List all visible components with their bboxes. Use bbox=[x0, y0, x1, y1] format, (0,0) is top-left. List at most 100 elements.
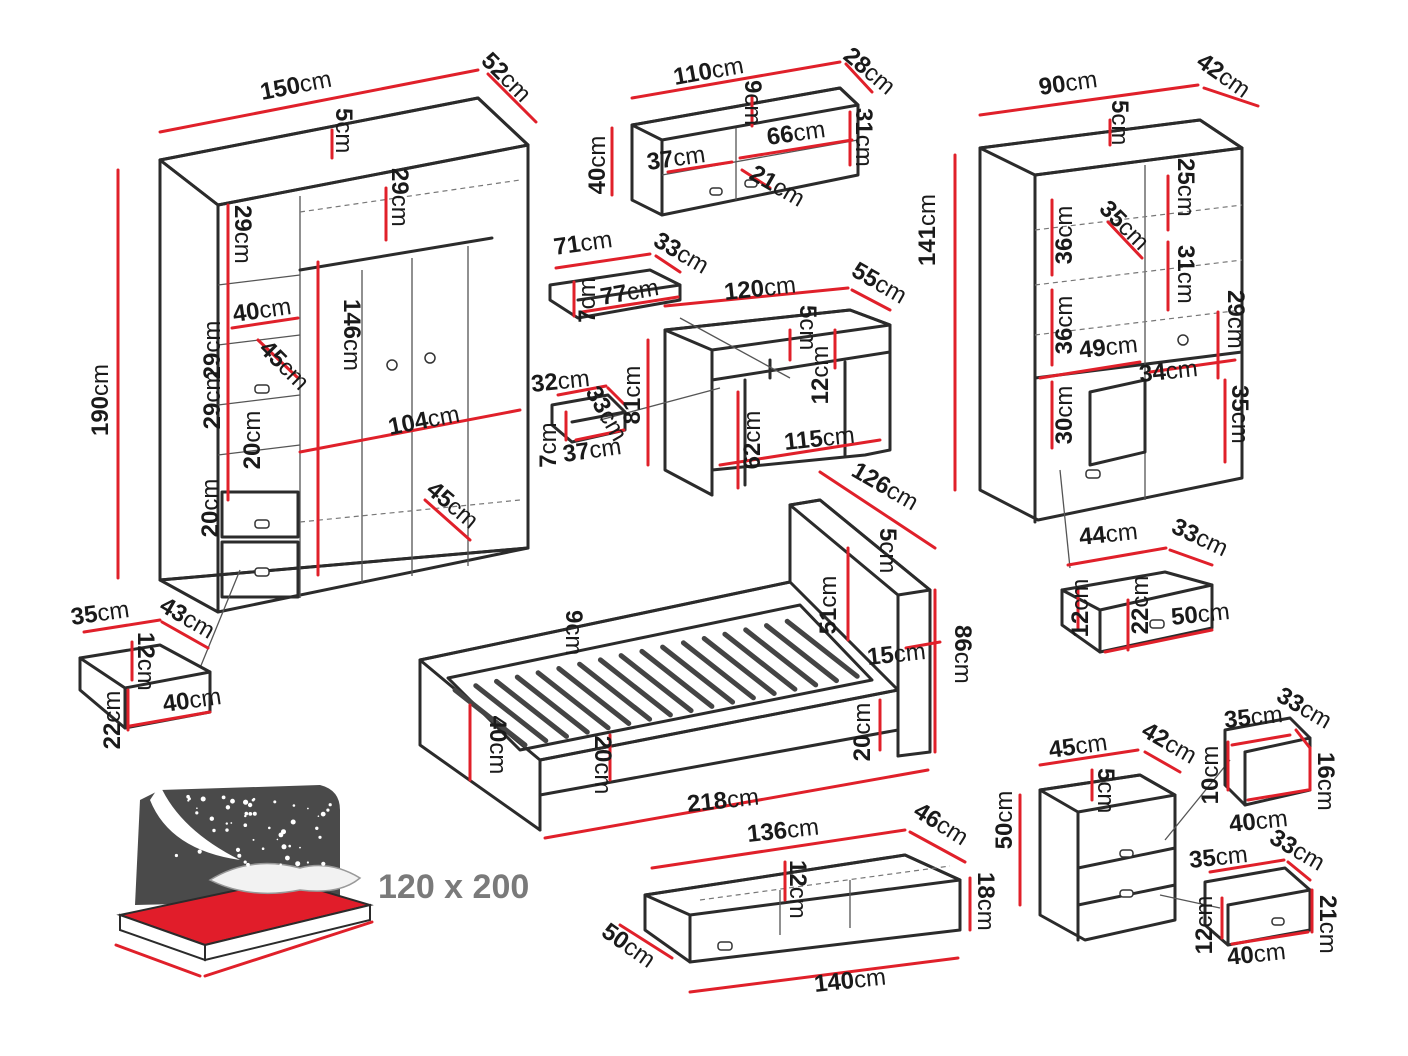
star-icon bbox=[200, 796, 206, 802]
bed-dimension-lines bbox=[468, 470, 942, 840]
wardrobe-drawer-height-label: 22cm bbox=[99, 691, 126, 750]
bed-drawer-depth-label: 46cm bbox=[909, 797, 973, 851]
bed bbox=[418, 498, 932, 832]
cabinet-top-label: 5cm bbox=[1106, 100, 1133, 145]
bed-slat bbox=[577, 661, 653, 722]
desk-top-label: 5cm bbox=[794, 305, 821, 350]
star-icon bbox=[248, 812, 253, 816]
dimension-labels: 150cm 52cm 190cm 5cm 29cm 29cm 29cm 29cm… bbox=[69, 42, 1341, 998]
bed-slat bbox=[514, 674, 590, 735]
star-icon bbox=[279, 863, 282, 866]
desk-depth-label: 55cm bbox=[847, 257, 911, 310]
star-decoration bbox=[174, 794, 332, 867]
desk-leg-label: 62cm bbox=[739, 411, 766, 470]
star-icon bbox=[281, 829, 286, 835]
star-icon bbox=[243, 860, 247, 864]
bed-slat bbox=[494, 678, 569, 739]
wardrobe-drawer-gap-label: 20cm bbox=[197, 479, 224, 538]
nightstand bbox=[1018, 748, 1231, 942]
shelf-top-label: 9cm bbox=[739, 80, 766, 125]
bed-drawer-front-label: 18cm bbox=[972, 872, 999, 931]
bed-slat bbox=[701, 636, 777, 696]
cabinet-drawer bbox=[1060, 546, 1214, 654]
wardrobe-shelf-1-label: 29cm bbox=[229, 205, 256, 264]
desk-drawer bbox=[550, 384, 627, 444]
star-icon bbox=[197, 849, 202, 854]
ns-top-front-label: 10cm bbox=[1197, 746, 1224, 805]
star-icon bbox=[244, 814, 247, 818]
nightstand-top-label: 5cm bbox=[1092, 768, 1119, 813]
bed-drawer-length-label: 140cm bbox=[813, 964, 887, 998]
star-icon bbox=[320, 811, 326, 817]
mattress-size-label: 120 x 200 bbox=[378, 868, 529, 906]
ns-top-width-label: 35cm bbox=[1223, 701, 1284, 734]
star-icon bbox=[244, 811, 249, 816]
mattress-pictogram bbox=[114, 785, 374, 978]
wardrobe-door-height-label: 146cm bbox=[338, 299, 365, 371]
desk-drawer-height-label: 7cm bbox=[535, 422, 562, 467]
bed-slat-label: 9cm bbox=[560, 610, 587, 655]
star-icon bbox=[290, 819, 296, 825]
shelf-side-label: 31cm bbox=[850, 108, 877, 167]
bed-top-label: 5cm bbox=[874, 528, 901, 573]
desk-drawer-label: 12cm bbox=[807, 346, 834, 405]
bed-side-label: 40cm bbox=[484, 716, 511, 775]
star-icon bbox=[221, 795, 226, 800]
star-icon bbox=[243, 799, 249, 805]
ns-top-length-label: 40cm bbox=[1228, 805, 1289, 838]
ns-bottom-width-label: 35cm bbox=[1188, 841, 1249, 874]
star-icon bbox=[306, 861, 309, 864]
wardrobe-left-width-label: 40cm bbox=[231, 293, 293, 328]
cabinet-drawer-front-label: 12cm bbox=[1067, 579, 1094, 638]
cabinet-dimension-lines bbox=[953, 83, 1260, 492]
cabinet-s1-label: 36cm bbox=[1051, 206, 1078, 265]
star-icon bbox=[295, 861, 301, 867]
desk bbox=[599, 286, 892, 497]
desk-height-label: 81cm bbox=[619, 366, 646, 425]
shelf-unit bbox=[610, 60, 874, 217]
cabinet-r2-label: 31cm bbox=[1172, 245, 1199, 304]
cabinet-inner-label: 49cm bbox=[1078, 331, 1139, 364]
star-icon bbox=[285, 855, 290, 861]
cabinet-door-label: 34cm bbox=[1138, 355, 1199, 388]
bed-head-width-label: 15cm bbox=[866, 638, 927, 671]
shelf-left-label: 37cm bbox=[645, 141, 707, 176]
star-icon bbox=[230, 822, 233, 824]
star-icon bbox=[186, 794, 190, 799]
bed-slat bbox=[722, 631, 798, 692]
wardrobe-height-label: 190cm bbox=[87, 364, 114, 436]
wardrobe-drawer-width-label: 35cm bbox=[69, 596, 131, 631]
nightstand-width-label: 45cm bbox=[1047, 729, 1109, 764]
star-icon bbox=[273, 800, 277, 804]
star-icon bbox=[247, 802, 253, 808]
bed-depth-label: 126cm bbox=[847, 457, 923, 516]
star-icon bbox=[252, 838, 255, 841]
cabinet-height-label: 141cm bbox=[914, 194, 941, 266]
wardrobe-drawer-front-label: 12cm bbox=[132, 632, 159, 691]
ns-top-height-label: 16cm bbox=[1312, 752, 1339, 811]
wardrobe-dimension-lines bbox=[116, 68, 538, 580]
star-icon bbox=[321, 861, 326, 866]
bed-slat bbox=[535, 670, 611, 731]
star-icon bbox=[315, 826, 319, 830]
star-icon bbox=[235, 847, 241, 853]
small-drawer-height-label: 7cm bbox=[574, 277, 601, 322]
cabinet-r3-label: 29cm bbox=[1222, 290, 1249, 349]
cabinet-r4-label: 35cm bbox=[1226, 385, 1253, 444]
star-icon bbox=[276, 838, 279, 841]
star-icon bbox=[198, 838, 202, 842]
bed-slats bbox=[452, 618, 860, 748]
bed-slat bbox=[639, 648, 715, 709]
wardrobe-shelf-top-label: 29cm bbox=[386, 168, 413, 227]
star-icon bbox=[252, 811, 257, 816]
star-icon bbox=[243, 823, 248, 827]
star-icon bbox=[281, 844, 287, 850]
small-drawer bbox=[548, 252, 682, 320]
star-icon bbox=[209, 816, 214, 821]
bed-foot-label: 20cm bbox=[849, 703, 876, 762]
desk-drawer-length-label: 37cm bbox=[561, 433, 623, 468]
cabinet-s3-label: 30cm bbox=[1051, 386, 1078, 445]
star-icon bbox=[246, 862, 250, 867]
desk-width-label: 120cm bbox=[723, 272, 797, 306]
